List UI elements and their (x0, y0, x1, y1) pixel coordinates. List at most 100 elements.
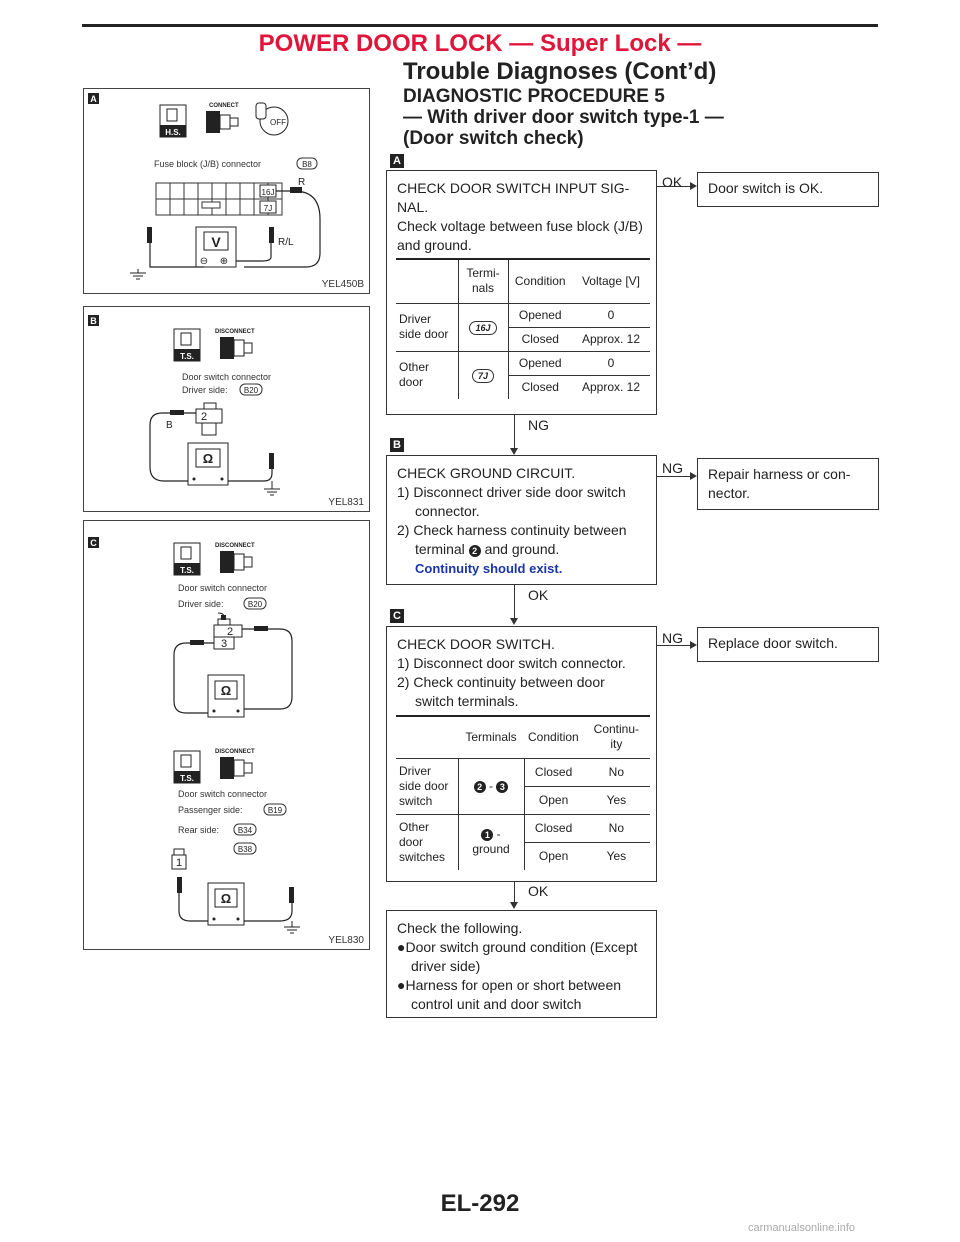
ts-label: T.S. (180, 566, 194, 575)
panel-a-diagram: A H.S. CONNECT OFF Fuse block (J/B) conn… (88, 93, 365, 290)
fuse-block-connector: 16J 7J (155, 182, 283, 216)
cell-no: No (582, 758, 650, 787)
rear-side-badge-2: B38 (238, 845, 253, 854)
cell-voltage-open: 0 (572, 351, 650, 376)
box2-line5: terminal 2 and ground. (397, 540, 646, 559)
voltmeter-minus: ⊖ (200, 256, 208, 267)
wire-r-label: R (298, 177, 305, 188)
check-following-box: Check the following. ●Door switch ground… (386, 910, 657, 1018)
row-other-door-switches: Other door switches (399, 819, 446, 864)
col-condition: Condition (524, 715, 583, 759)
step-marker-b: B (390, 438, 404, 452)
terminal-circle-1: 1 (481, 829, 494, 842)
disconnect-label: DISCONNECT (215, 329, 255, 335)
row-other-door: Other door (399, 360, 430, 390)
door-switch-ok-box: Door switch is OK. (697, 172, 879, 207)
rear-side-label: Rear side: (178, 825, 219, 835)
box2-ng-arrow (690, 472, 697, 480)
footer-source: carmanualsonline.info (748, 1222, 856, 1234)
ts-label-2: T.S. (180, 774, 194, 783)
box2-ng-line (657, 476, 690, 477)
terminal-7j-label: 7J (264, 204, 272, 213)
box4-bullet2b: control unit and door switch (411, 996, 582, 1012)
box1-line1: CHECK DOOR SWITCH INPUT SIG- (397, 180, 630, 196)
box1-ng-line (514, 415, 515, 451)
box1-ok-line (657, 186, 690, 187)
driver-door-switch-connector: 2 3 (213, 618, 243, 650)
ground-symbol-icon (284, 921, 300, 934)
box1-line4: and ground. (397, 237, 472, 253)
svg-text:C: C (90, 538, 97, 548)
driver-side-label: Driver side: (178, 599, 224, 609)
box3-line3: 2) Check continuity between door (397, 674, 605, 690)
page-header-title: POWER DOOR LOCK — Super Lock — (258, 30, 702, 57)
ohmmeter-icon: Ω (187, 442, 229, 486)
terminal-badge-16j: 16J (469, 320, 497, 335)
box2-ng-label: NG (662, 460, 683, 476)
col-continuity: Continu- ity (582, 715, 650, 759)
step-marker-a: A (390, 154, 404, 168)
terminal-16j-label: 16J (262, 188, 275, 197)
cell-closed: Closed (507, 327, 572, 352)
other-door-switch-connector: 1 (171, 848, 187, 870)
cell-opened: Opened (507, 351, 572, 376)
box3-line2: 1) Disconnect door switch connector. (397, 655, 626, 671)
cell-closed: Closed (523, 758, 583, 787)
box3-ng-label: NG (662, 630, 683, 646)
bullet-icon: ● (397, 977, 406, 993)
step-marker-c: C (390, 609, 404, 623)
ts-mode-icon: T.S. (173, 542, 201, 576)
repair-harness-box: Repair harness or con- nector. (697, 458, 879, 510)
replace-door-switch-text: Replace door switch. (708, 635, 838, 651)
box2-line1: CHECK GROUND CIRCUIT. (397, 465, 576, 481)
box1-ng-arrow (510, 448, 518, 455)
col-terminals: Termi- nals (457, 258, 508, 304)
terminal-2-label: 2 (227, 626, 233, 638)
ohmmeter-icon-2: Ω (207, 882, 245, 926)
panel-c-diagram: C T.S. DISCONNECT Door switch connector … (88, 537, 364, 946)
box3-ng-line (657, 645, 690, 646)
cell-open: Open (523, 842, 583, 870)
cell-voltage-closed: Approx. 12 (572, 327, 650, 352)
hs-label: H.S. (165, 128, 181, 137)
disconnect-label: DISCONNECT (215, 543, 255, 549)
col-terminals: Terminals (458, 715, 524, 759)
box2-line2: 1) Disconnect driver side door switch (397, 484, 626, 500)
diagram-panel-b: B T.S. DISCONNECT Door switch connector … (83, 306, 370, 512)
cell-voltage-open: 0 (572, 303, 650, 328)
driver-side-label: Driver side: (182, 385, 228, 395)
rear-side-badge-1: B34 (238, 826, 253, 835)
svg-text:B: B (90, 316, 97, 326)
ohmmeter-icon: Ω (207, 674, 245, 718)
panel-a-ref-code: YEL450B (322, 279, 365, 290)
header-rule-top (82, 24, 878, 27)
terminal-2-label: 2 (201, 411, 207, 423)
ground-symbol-icon (264, 481, 280, 496)
box4-bullet1: ●Door switch ground condition (Except (397, 938, 646, 957)
box2-ok-arrow (510, 618, 518, 625)
box4-bullet1a: Door switch ground condition (Except (405, 939, 638, 955)
cell-terminals-2-3: 2 - 3 (457, 758, 524, 815)
cell-open: Open (523, 786, 583, 815)
door-switch-connector: 2 (195, 402, 223, 436)
cell-yes: Yes (606, 848, 627, 863)
diagram-panel-c: C T.S. DISCONNECT Door switch connector … (83, 520, 370, 950)
passenger-side-badge: B19 (268, 806, 283, 815)
door-switch-connector-badge: B20 (244, 386, 259, 395)
box3-ok-line (514, 882, 515, 904)
terminal-badge-7j: 7J (471, 368, 494, 383)
driver-door-switch-connector-label: Door switch connector (178, 583, 267, 593)
box3-line1: CHECK DOOR SWITCH. (397, 636, 555, 652)
box3-ng-arrow (690, 641, 697, 649)
box1-line3: Check voltage between fuse block (J/B) (397, 218, 643, 234)
page-header-subtitle: Trouble Diagnoses (Cont’d) (403, 58, 717, 85)
ohmmeter-label: Ω (203, 451, 213, 466)
box1-ok-label: OK (662, 174, 683, 190)
procedure-title-line2: — With driver door switch type-1 — (403, 107, 724, 128)
voltage-table: Termi- nals Condition Voltage [V] Driver… (396, 258, 650, 399)
row-driver-side-door: Driver side door (396, 303, 458, 352)
panel-b-ref-code: YEL831 (328, 497, 364, 508)
cell-terminal-1-ground: 1 - ground (457, 814, 524, 870)
ohmmeter-label: Ω (221, 683, 231, 698)
door-switch-connector-label: Door switch connector (182, 372, 271, 382)
